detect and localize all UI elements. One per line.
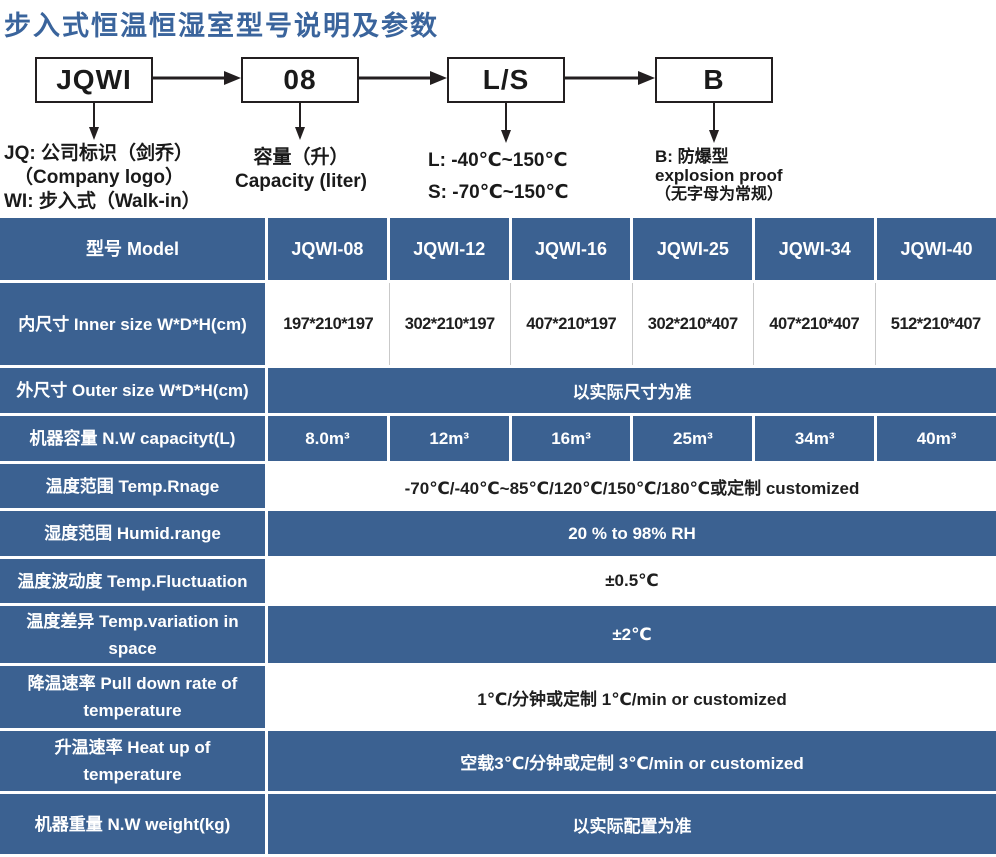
code-box-company: JQWI [35,57,153,103]
note-explosion-proof: B: 防爆型 explosion proof （无字母为常规） [655,147,783,204]
table-row-temp-range: 温度范围 Temp.Rnage -70℃/-40℃~85℃/120℃/150℃/… [0,464,996,508]
table-header-row: 型号 Model JQWI-08 JQWI-12 JQWI-16 JQWI-25… [0,218,996,280]
table-cell-merged: 1℃/分钟或定制 1℃/min or customized [268,666,996,728]
row-label: 降温速率 Pull down rate of temperature [0,666,265,728]
note-line: L: -40℃~150℃ [428,149,569,173]
row-label: 机器重量 N.W weight(kg) [0,794,265,854]
row-label: 湿度范围 Humid.range [0,511,265,556]
code-box-explosion: B [655,57,773,103]
table-cell-merged: 以实际尺寸为准 [268,368,996,413]
table-row-machine-weight: 机器重量 N.W weight(kg) 以实际配置为准 [0,794,996,854]
row-label: 外尺寸 Outer size W*D*H(cm) [0,368,265,413]
note-line: Capacity (liter) [195,170,407,194]
table-cell-merged: 空载3℃/分钟或定制 3℃/min or customized [268,731,996,791]
table-row-humidity-range: 湿度范围 Humid.range 20 % to 98% RH [0,511,996,556]
table-cell: 407*210*197 [510,283,632,365]
table-cell-merged: ±2℃ [268,606,996,663]
note-line: （Company logo） [4,166,201,190]
table-cell: 302*210*197 [389,283,511,365]
note-company-logo: JQ: 公司标识（剑乔） （Company logo） WI: 步入式（Walk… [4,142,201,214]
note-line: B: 防爆型 [655,147,783,166]
table-row-pull-down-rate: 降温速率 Pull down rate of temperature 1℃/分钟… [0,666,996,728]
note-line: 容量（升） [195,146,407,170]
note-line: S: -70℃~150℃ [428,181,569,205]
model-code-diagram: JQWI 08 L/S B JQ: 公司标识（剑乔） （Company logo… [0,45,996,218]
model-column-header: JQWI-12 [390,218,509,280]
table-row-outer-size: 外尺寸 Outer size W*D*H(cm) 以实际尺寸为准 [0,368,996,413]
table-cell: 512*210*407 [875,283,996,365]
row-label: 机器容量 N.W capacityt(L) [0,416,265,461]
model-column-header: JQWI-34 [755,218,874,280]
table-cell: 197*210*197 [268,283,389,365]
model-column-header: JQWI-08 [268,218,387,280]
table-cell: 16m³ [512,416,631,461]
note-line: JQ: 公司标识（剑乔） [4,142,201,166]
code-box-temp-type: L/S [447,57,565,103]
table-cell: 8.0m³ [268,416,387,461]
model-column-header: JQWI-16 [512,218,631,280]
code-box-capacity: 08 [241,57,359,103]
note-line: WI: 步入式（Walk-in） [4,190,201,214]
table-cell: 34m³ [755,416,874,461]
model-column-header: JQWI-25 [633,218,752,280]
table-cell-merged: 以实际配置为准 [268,794,996,854]
note-capacity: 容量（升） Capacity (liter) [195,146,407,194]
table-row-heat-up-rate: 升温速率 Heat up of temperature 空载3℃/分钟或定制 3… [0,731,996,791]
table-cell-merged: -70℃/-40℃~85℃/120℃/150℃/180℃或定制 customiz… [268,464,996,508]
header-model-label: 型号 Model [0,218,265,280]
table-row-temp-variation: 温度差异 Temp.variation in space ±2℃ [0,606,996,663]
table-row-temp-fluctuation: 温度波动度 Temp.Fluctuation ±0.5℃ [0,559,996,603]
table-cell: 302*210*407 [632,283,754,365]
row-label: 升温速率 Heat up of temperature [0,731,265,791]
row-label: 温度范围 Temp.Rnage [0,464,265,508]
table-cell-merged: ±0.5℃ [268,559,996,603]
page-title: 步入式恒温恒湿室型号说明及参数 [4,4,439,43]
row-label: 温度差异 Temp.variation in space [0,606,265,663]
table-cell: 407*210*407 [753,283,875,365]
table-cell-merged: 20 % to 98% RH [268,511,996,556]
note-line: （无字母为常规） [655,185,783,204]
spec-table: 型号 Model JQWI-08 JQWI-12 JQWI-16 JQWI-25… [0,218,996,857]
table-row-inner-size: 内尺寸 Inner size W*D*H(cm) 197*210*197 302… [0,283,996,365]
table-cell: 40m³ [877,416,996,461]
note-temp-type: L: -40℃~150℃ S: -70℃~150℃ [428,149,569,205]
table-row-capacity: 机器容量 N.W capacityt(L) 8.0m³ 12m³ 16m³ 25… [0,416,996,461]
row-label: 温度波动度 Temp.Fluctuation [0,559,265,603]
row-label: 内尺寸 Inner size W*D*H(cm) [0,283,265,365]
table-cell: 25m³ [633,416,752,461]
model-column-header: JQWI-40 [877,218,996,280]
table-cell: 12m³ [390,416,509,461]
note-line: explosion proof [655,166,783,185]
